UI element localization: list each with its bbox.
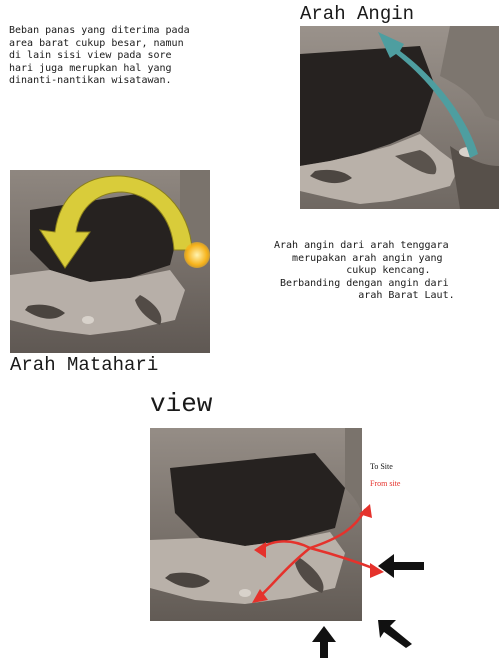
- view-title: view: [150, 389, 212, 419]
- from-site-arrow-northeast: [310, 510, 365, 548]
- from-site-arrows: [150, 428, 400, 628]
- wind-note: Arah angin dari arah tenggara merupakan …: [274, 240, 455, 303]
- from-site-arrowhead: [254, 542, 266, 558]
- sun-icon: [184, 242, 210, 268]
- from-site-arrow-east: [310, 548, 378, 570]
- sun-site-map: [10, 170, 210, 353]
- from-site-arrow-west: [260, 541, 310, 550]
- to-site-arrow-east-icon: [372, 548, 432, 584]
- wind-direction-title: Arah Angin: [300, 3, 414, 25]
- to-site-arrow-southeast-icon: [372, 614, 418, 650]
- legend-from-site: From site: [370, 479, 400, 488]
- to-site-arrow-south-icon: [306, 622, 342, 659]
- wind-arrow-icon: [300, 26, 499, 209]
- legend-to-site: To Site: [370, 462, 393, 471]
- sun-heat-note: Beban panas yang diterima pada area bara…: [9, 25, 190, 88]
- wind-site-map: [300, 26, 499, 209]
- sun-direction-caption: Arah Matahari: [10, 354, 158, 376]
- sun-path-arrow-icon: [10, 170, 210, 353]
